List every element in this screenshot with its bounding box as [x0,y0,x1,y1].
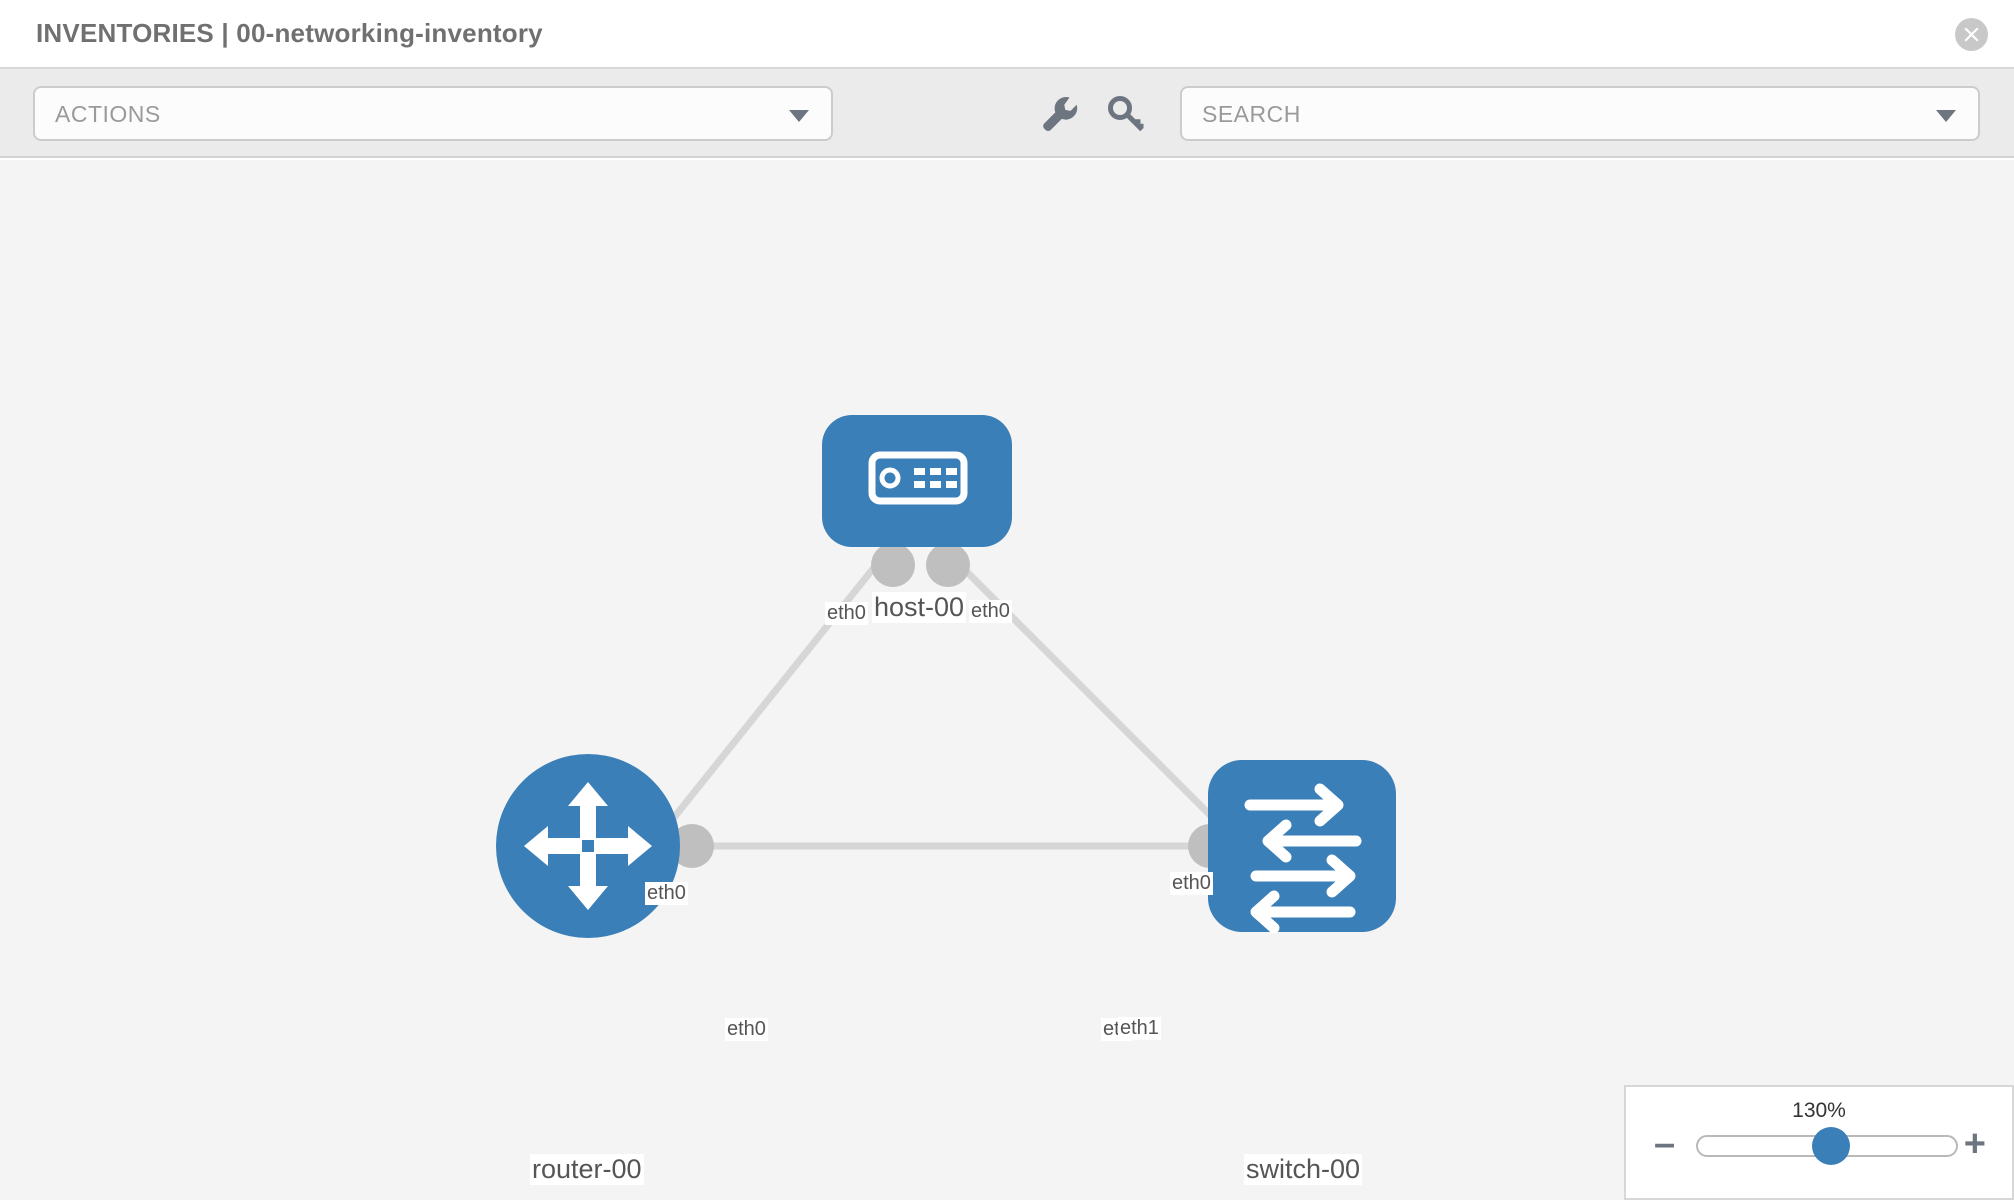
zoom-level-value: 130% [1792,1099,1846,1122]
page-title: INVENTORIES | 00-networking-inventory [36,18,543,48]
node-host-00[interactable] [822,415,1012,547]
edge-label: eth0 [969,600,1012,623]
app-header: INVENTORIES | 00-networking-inventory [0,0,2014,69]
edge-label: eth0 [825,602,868,625]
port-router-right [670,824,714,868]
chevron-down-icon [789,110,809,122]
node-router-00[interactable] [496,754,680,938]
edge-label: eth0 [1170,872,1213,895]
topology-graph [496,415,1396,938]
zoom-control-panel: 130% – + [1624,1085,2014,1200]
edge-label: eth0 [645,882,688,905]
topology-canvas[interactable]: eth0 eth0 eth0 eth0 eth0 eth eth1 host-0… [0,160,2014,1200]
key-icon[interactable] [1104,91,1150,137]
switch-arrows-icon [1244,783,1362,934]
edge-label: eth0 [725,1018,768,1041]
zoom-slider-thumb[interactable] [1812,1127,1850,1165]
chevron-down-icon[interactable] [1936,110,1956,122]
node-label-router: router-00 [530,1154,644,1185]
node-label-host: host-00 [872,592,967,623]
toolbar: ACTIONS SEARCH [0,69,2014,158]
edge-label: eth1 [1118,1017,1161,1040]
port-host-right [926,543,970,587]
router-arrows-icon [524,782,652,910]
close-icon[interactable] [1955,18,1988,51]
zoom-out-button[interactable]: – [1654,1123,1676,1165]
node-label-switch: switch-00 [1244,1154,1363,1185]
search-placeholder: SEARCH [1202,101,1301,127]
actions-dropdown[interactable]: ACTIONS [33,86,833,141]
search-input[interactable]: SEARCH [1180,86,1980,141]
node-switch-00[interactable] [1208,760,1396,934]
actions-dropdown-label: ACTIONS [55,101,161,127]
server-appliance-icon [868,451,968,505]
port-host-left [871,543,915,587]
zoom-in-button[interactable]: + [1963,1123,1986,1165]
wrench-icon[interactable] [1036,91,1082,137]
